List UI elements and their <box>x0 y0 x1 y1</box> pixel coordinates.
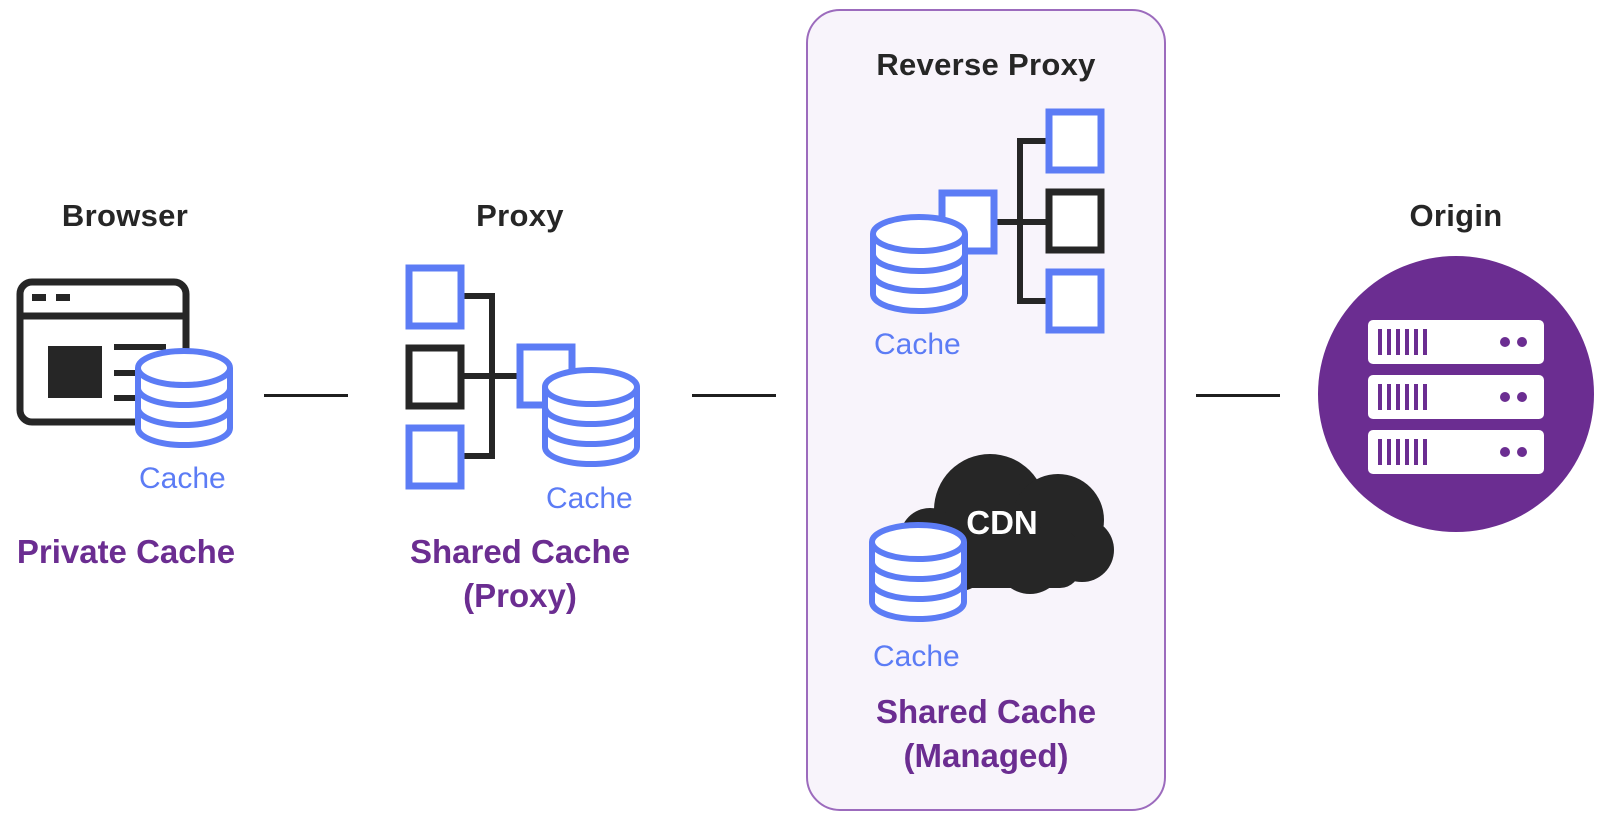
connector-browser-proxy <box>264 394 348 397</box>
database-icon <box>869 522 967 622</box>
reverse-proxy-cache-label: Cache <box>874 328 961 361</box>
reverse-proxy-panel <box>806 9 1166 811</box>
private-cache-caption: Private Cache <box>16 533 236 570</box>
cloud-icon <box>900 454 1114 594</box>
caption-line: Shared Cache <box>409 533 631 570</box>
database-icon <box>135 348 233 448</box>
shared-cache-managed-caption: Shared Cache (Managed) <box>856 690 1116 778</box>
proxy-cache-label: Cache <box>546 482 633 515</box>
caption-line: Shared Cache <box>875 693 1097 730</box>
reverse-proxy-heading: Reverse Proxy <box>876 47 1096 82</box>
server-rack-icon <box>1318 256 1594 532</box>
browser-heading: Browser <box>61 198 189 233</box>
cdn-label: CDN <box>966 504 1038 541</box>
origin-heading: Origin <box>1409 198 1503 233</box>
database-icon <box>542 367 640 467</box>
connector-proxy-reverse <box>692 394 776 397</box>
caption-line: (Managed) <box>903 737 1069 774</box>
shared-cache-proxy-caption: Shared Cache (Proxy) <box>400 530 640 618</box>
caption-line: (Proxy) <box>463 577 577 614</box>
cdn-cache-label: Cache <box>873 640 960 673</box>
browser-cache-label: Cache <box>139 462 226 495</box>
proxy-heading: Proxy <box>476 198 564 233</box>
connector-reverse-origin <box>1196 394 1280 397</box>
database-icon <box>870 214 968 314</box>
